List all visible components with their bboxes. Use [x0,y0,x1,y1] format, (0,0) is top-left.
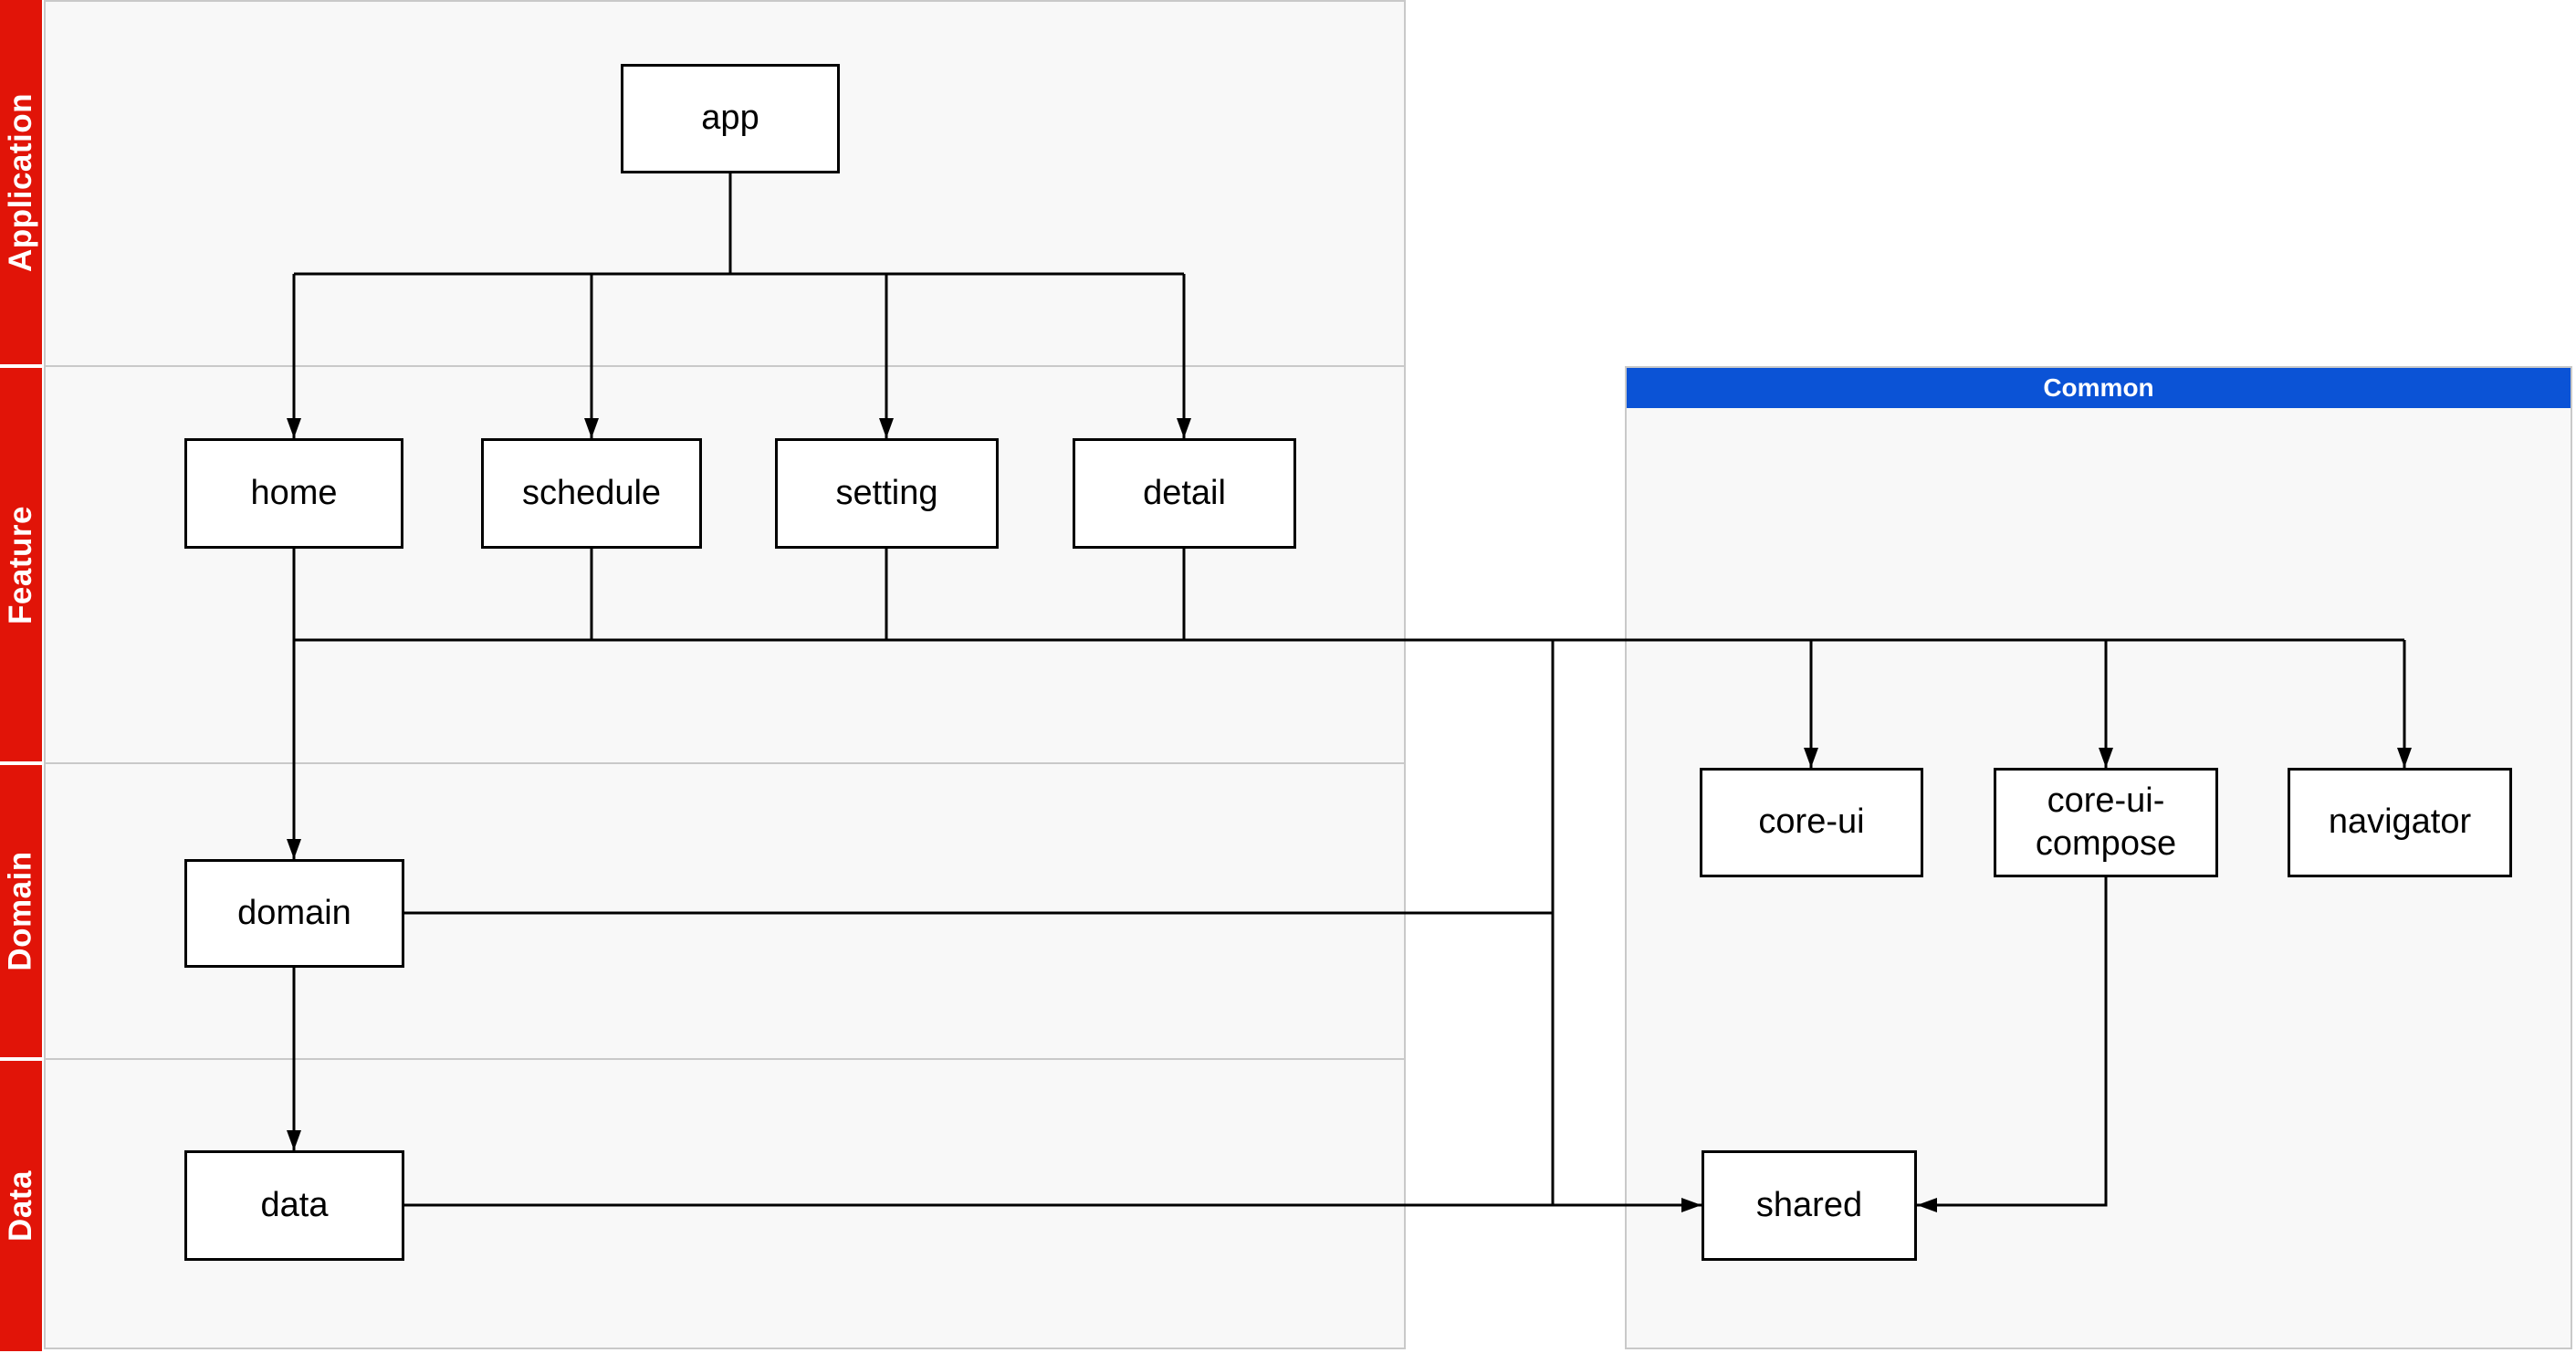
row-label-data: Data [0,1061,42,1351]
row-label-application: Application [0,0,42,364]
node-navigator-label: navigator [2328,802,2472,842]
node-domain-label: domain [237,893,351,932]
node-app-label: app [701,99,759,138]
node-data[interactable]: data [184,1150,404,1261]
row-label-feature: Feature [0,368,42,761]
node-setting[interactable]: setting [775,438,999,549]
node-core-ui-compose[interactable]: core-ui-compose [1994,768,2218,877]
node-shared-label: shared [1755,1185,1863,1224]
node-home[interactable]: home [184,438,403,549]
node-home-label: home [250,473,338,512]
layers-panel [44,0,1406,1349]
row-label-domain-text: Domain [3,851,39,971]
common-panel-header: Common [1627,368,2571,408]
row-divider-application-feature [44,365,1406,367]
node-app[interactable]: app [621,64,840,173]
common-panel-title: Common [2043,373,2154,402]
node-schedule[interactable]: schedule [481,438,702,549]
node-navigator[interactable]: navigator [2288,768,2512,877]
row-divider-feature-domain [44,762,1406,764]
row-label-feature-text: Feature [3,505,38,624]
node-core-ui-compose-label: core-ui-compose [2035,781,2177,864]
node-detail-label: detail [1143,473,1226,512]
node-detail[interactable]: detail [1073,438,1296,549]
node-core-ui[interactable]: core-ui [1700,768,1923,877]
row-label-data-text: Data [3,1170,38,1242]
node-schedule-label: schedule [521,473,662,512]
node-setting-label: setting [835,473,938,512]
row-label-domain: Domain [0,765,42,1057]
node-domain[interactable]: domain [184,859,404,968]
node-shared[interactable]: shared [1702,1150,1917,1261]
node-data-label: data [260,1185,329,1224]
row-divider-domain-data [44,1058,1406,1060]
row-label-application-text: Application [3,92,38,272]
node-core-ui-label: core-ui [1758,802,1865,842]
